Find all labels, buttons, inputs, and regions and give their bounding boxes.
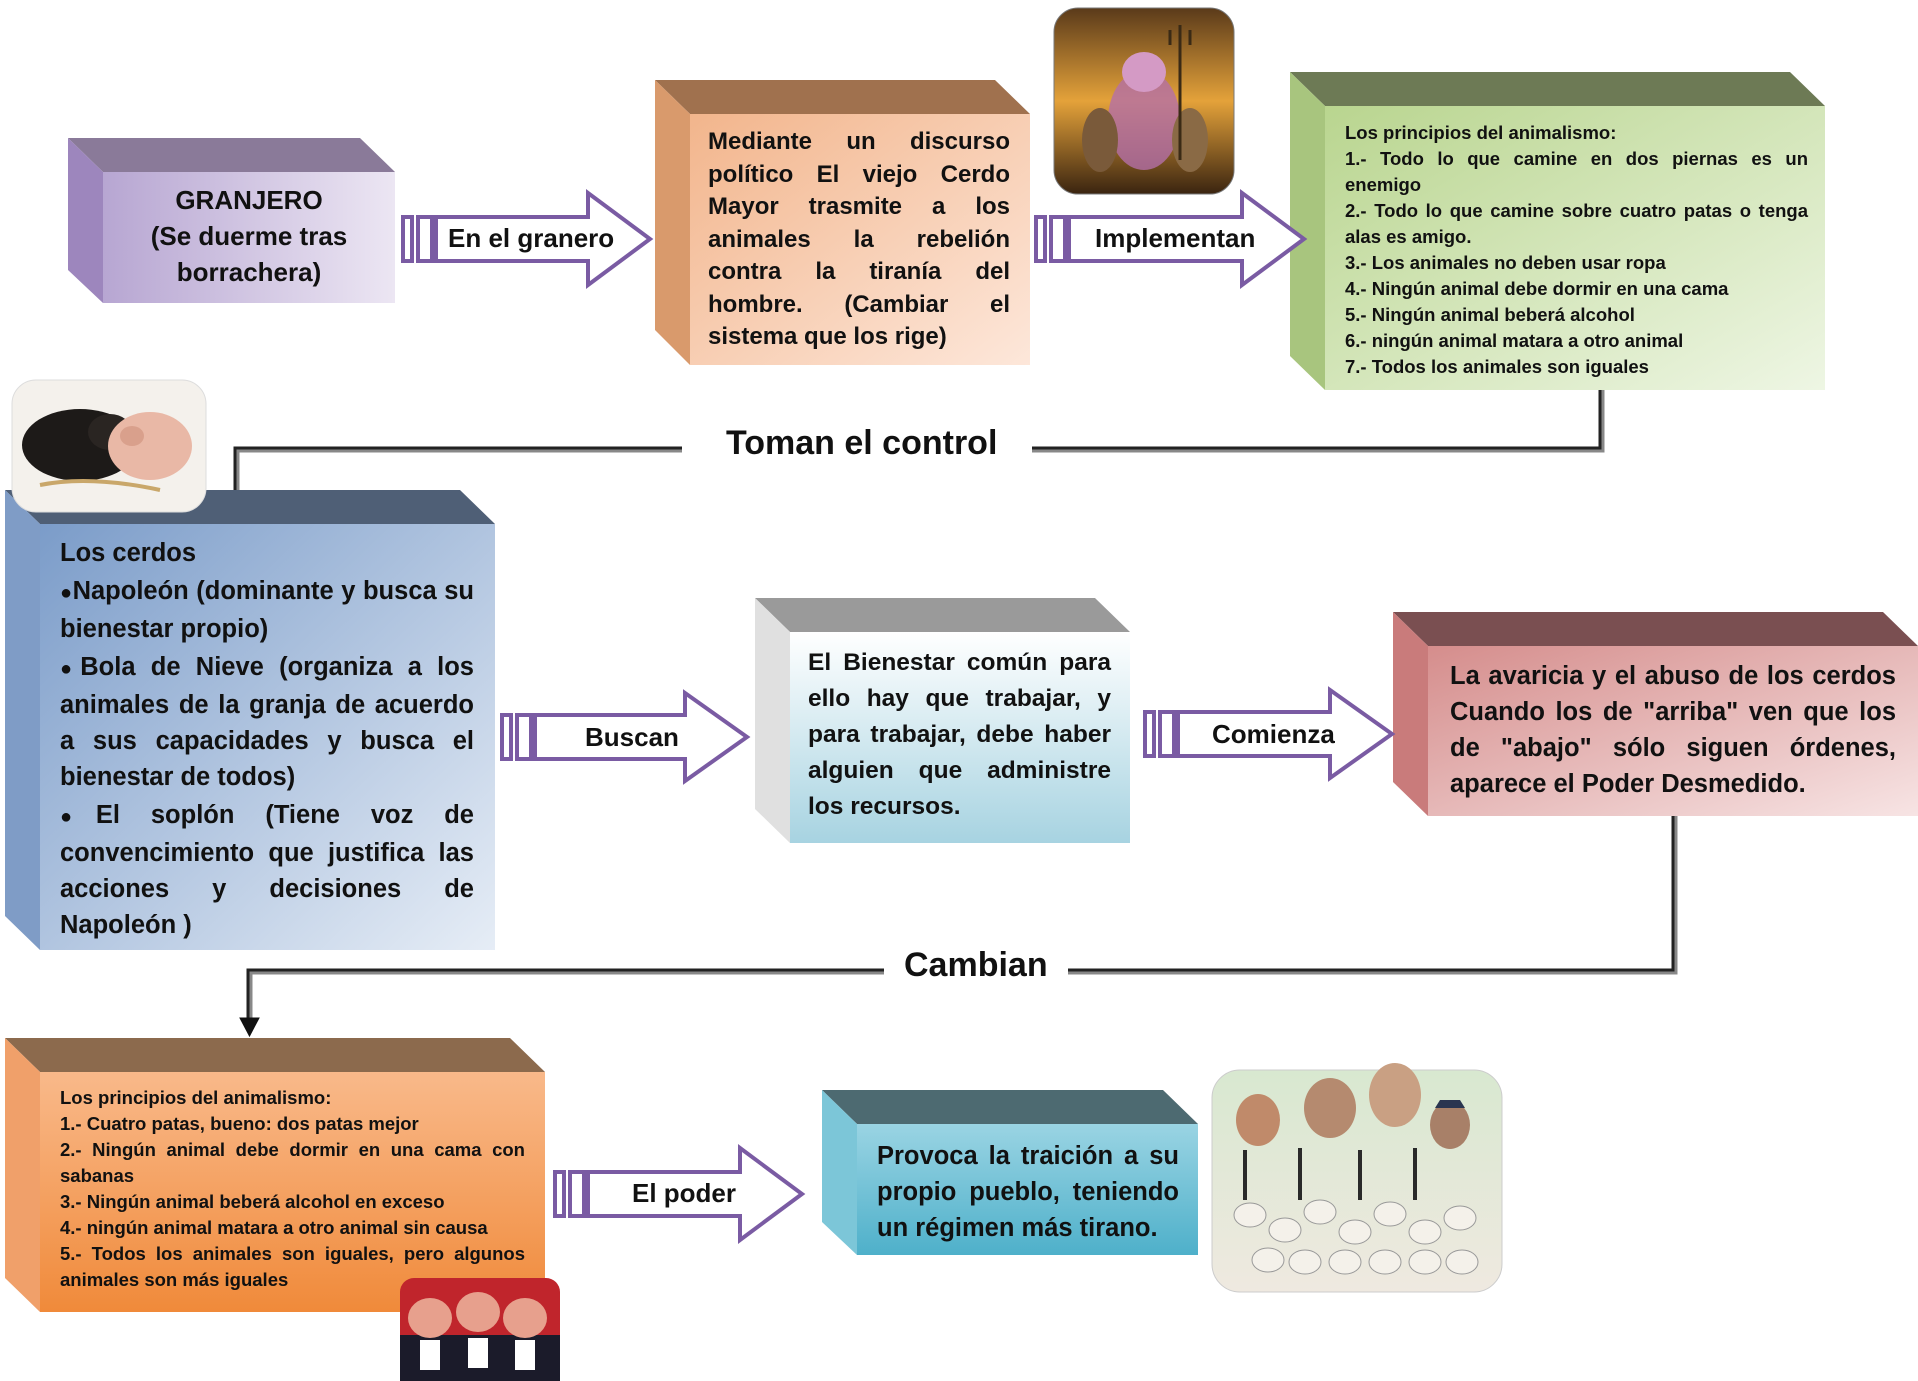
arrow-label-en-el-granero: En el granero	[448, 223, 615, 253]
connector-toman-el-control	[233, 390, 1605, 490]
principios1-item-4: 4.- Ningún animal debe dormir en una cam…	[1345, 278, 1729, 299]
arrow-label-el-poder: El poder	[632, 1178, 737, 1208]
arrow-implementan	[1034, 189, 1308, 289]
principios1-title: Los principios del animalismo:	[1345, 122, 1617, 143]
principios2-text: Los principios del animalismo: 1.- Cuatr…	[60, 1085, 525, 1293]
granjero-box	[68, 138, 395, 303]
cerdos-item-bola-de-nieve: ●Bola de Nieve (organiza a los animales …	[60, 653, 474, 791]
pigs-cartoon	[400, 1278, 560, 1381]
arrow-label-implementan: Implementan	[1095, 223, 1256, 253]
connector-cambian	[239, 816, 1678, 1038]
granjero-text: GRANJERO (Se duerme tras borrachera)	[103, 182, 395, 290]
principios2-box	[5, 1038, 545, 1312]
arrow-comienza	[1143, 686, 1396, 782]
bienestar-box	[755, 598, 1130, 843]
cerdos-item-napoleon: ●Napoleón (dominante y busca su bienesta…	[60, 577, 474, 643]
principios1-item-1: 1.- Todo lo que camine en dos piernas es…	[1345, 148, 1808, 195]
principios2-item-3: 3.- Ningún animal beberá alcohol en exce…	[60, 1191, 445, 1212]
principios1-item-5: 5.- Ningún animal beberá alcohol	[1345, 304, 1635, 325]
arrow-en-el-granero	[401, 189, 654, 289]
cerdos-title: Los cerdos	[60, 539, 197, 567]
arrow-label-comienza: Comienza	[1212, 719, 1335, 749]
principios1-item-2: 2.- Todo lo que camine sobre cuatro pata…	[1345, 200, 1808, 247]
traicion-text: Provoca la traición a su propio pueblo, …	[877, 1142, 1179, 1242]
arrow-el-poder	[553, 1144, 806, 1244]
pigs-photo	[11, 379, 207, 513]
connector-label-toman-el-control: Toman el control	[702, 424, 1022, 463]
avaricia-text: La avaricia y el abuso de los cerdos Cua…	[1450, 662, 1896, 798]
arrow-buscan	[500, 689, 751, 785]
granjero-line2: (Se duerme tras	[150, 221, 348, 251]
cerdos-box	[5, 490, 495, 950]
principios1-box	[1290, 72, 1825, 390]
principios2-item-5: 5.- Todos los animales son iguales, pero…	[60, 1243, 525, 1290]
barn-animals-illustration	[1053, 7, 1235, 195]
discurso-box	[655, 80, 1030, 365]
traicion-box	[822, 1090, 1198, 1255]
avaricia-box	[1393, 612, 1918, 816]
principios2-title: Los principios del animalismo:	[60, 1087, 332, 1108]
granjero-line3: borrachera)	[176, 257, 322, 287]
connector-label-cambian: Cambian	[884, 946, 1068, 985]
principios2-item-4: 4.- ningún animal matara a otro animal s…	[60, 1217, 488, 1238]
principios1-item-7: 7.- Todos los animales son iguales	[1345, 356, 1649, 377]
principios2-item-1: 1.- Cuatro patas, bueno: dos patas mejor	[60, 1113, 419, 1134]
principios2-item-2: 2.- Ningún animal debe dormir en una cam…	[60, 1139, 525, 1186]
dictators-sheep-collage	[1211, 1063, 1503, 1293]
principios1-text: Los principios del animalismo: 1.- Todo …	[1345, 120, 1808, 380]
cerdos-item-soplon: ●El soplón (Tiene voz de convencimiento …	[60, 801, 474, 939]
granjero-title: GRANJERO	[175, 185, 323, 215]
cerdos-text: Los cerdos ●Napoleón (dominante y busca …	[60, 535, 474, 943]
principios1-item-6: 6.- ningún animal matara a otro animal	[1345, 330, 1684, 351]
bienestar-text: El Bienestar común para ello hay que tra…	[808, 649, 1111, 820]
discurso-text: Mediante un discurso político El viejo C…	[708, 128, 1010, 350]
principios1-item-3: 3.- Los animales no deben usar ropa	[1345, 252, 1666, 273]
arrow-label-buscan: Buscan	[585, 722, 679, 752]
